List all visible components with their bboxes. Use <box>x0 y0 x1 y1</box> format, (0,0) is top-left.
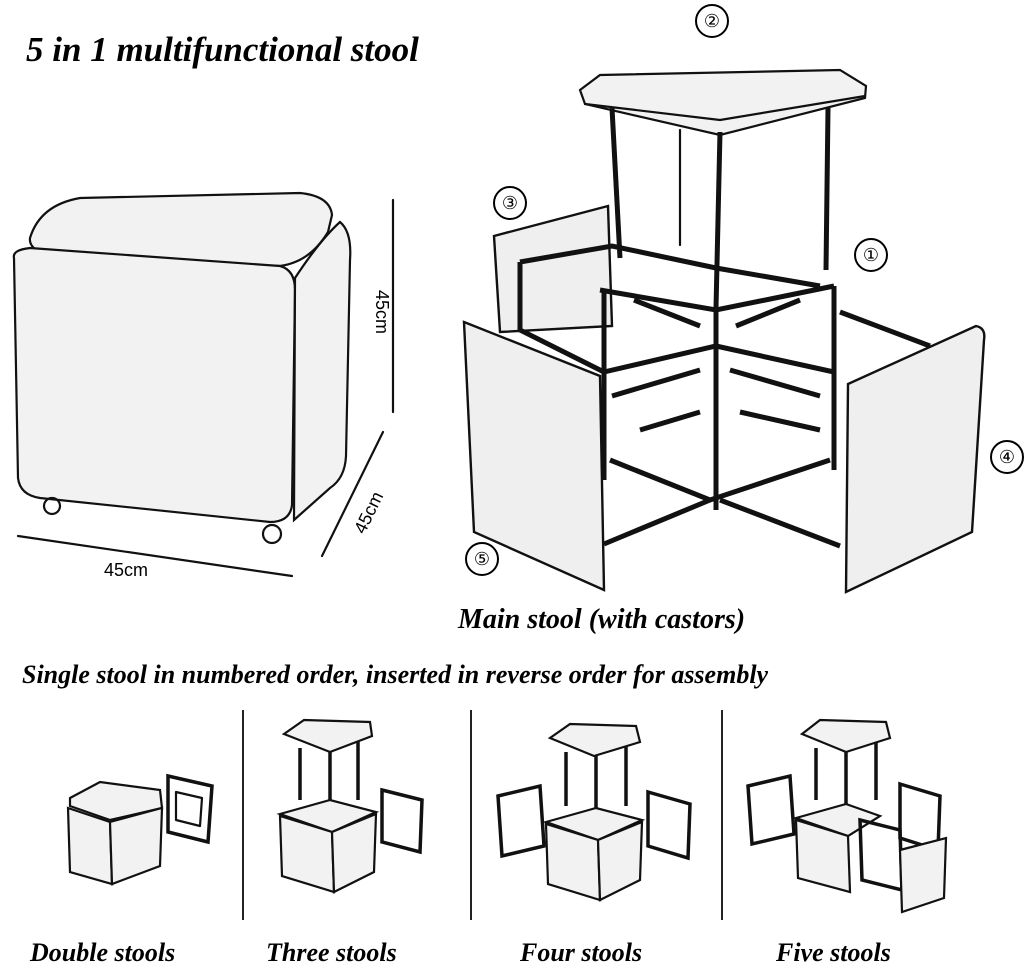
single-stool-drawing <box>12 191 395 578</box>
part-number-1: ① <box>854 238 888 272</box>
dimension-height: 45cm <box>372 290 392 335</box>
caption-double-stools: Double stools <box>30 938 176 967</box>
part-number-4: ④ <box>990 440 1024 474</box>
configuration-sketches <box>66 710 948 920</box>
assembly-subtitle: Single stool in numbered order, inserted… <box>22 660 769 689</box>
part-number-3: ③ <box>493 186 527 220</box>
caption-four-stools: Four stools <box>520 938 643 967</box>
part-number-2: ② <box>695 4 729 38</box>
part-number-5: ⑤ <box>465 542 499 576</box>
main-stool-caption: Main stool (with castors) <box>458 604 746 635</box>
dimension-width: 45cm <box>104 560 149 580</box>
page-title: 5 in 1 multifunctional stool <box>26 30 419 69</box>
exploded-stool-drawing <box>462 68 986 594</box>
caption-three-stools: Three stools <box>266 938 397 967</box>
caption-five-stools: Five stools <box>776 938 891 967</box>
